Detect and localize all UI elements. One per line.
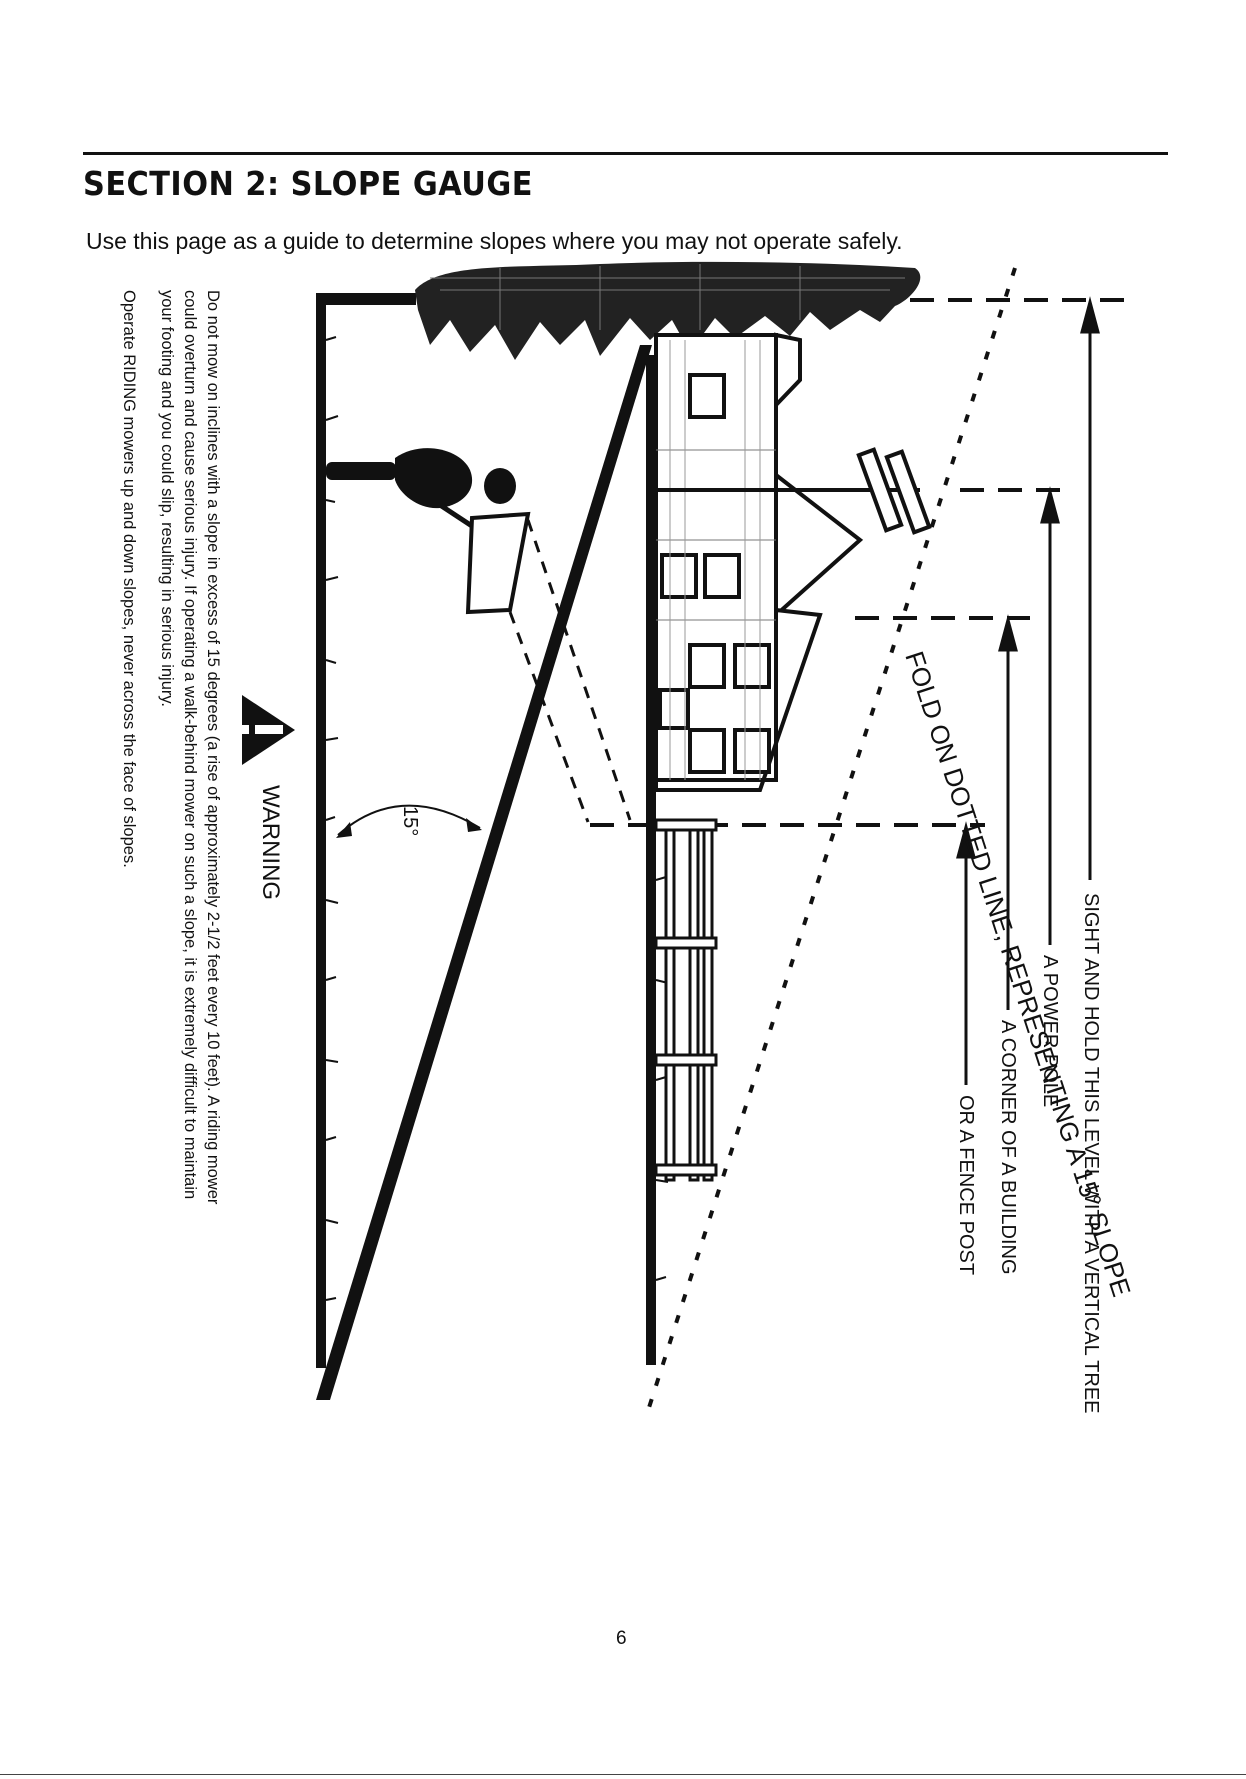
fence-label: OR A FENCE POST <box>955 1095 977 1275</box>
header-rule <box>83 152 1168 155</box>
sight-dashes <box>508 519 632 823</box>
pole-arrow-icon <box>1040 486 1060 524</box>
warning-line-3: your footing and you could slip, resulti… <box>158 290 176 707</box>
power-pole-icon <box>656 447 932 535</box>
sighting-labels: SIGHT AND HOLD THIS LEVEL WITH A VERTICA… <box>955 893 1102 1414</box>
warning-text: Do not mow on inclines with a slope in e… <box>120 290 222 1205</box>
angle-label: 15° <box>399 806 421 836</box>
tree-label: SIGHT AND HOLD THIS LEVEL WITH A VERTICA… <box>1080 893 1102 1414</box>
pole-label: A POWER POLE <box>1039 955 1061 1107</box>
warning-line-1: Do not mow on inclines with a slope in e… <box>204 290 222 1205</box>
bottom-edge <box>0 1774 1246 1775</box>
warning-heading: WARNING <box>257 785 284 900</box>
house-icon <box>654 332 864 792</box>
tree-icon <box>316 261 921 360</box>
level-lines <box>590 298 1125 827</box>
fence-arrow-icon <box>956 821 976 859</box>
slope-line <box>316 345 652 1400</box>
warning-line-4: Operate RIDING mowers up and down slopes… <box>120 290 138 868</box>
upper-ground-line <box>646 355 656 1365</box>
fence-icon <box>654 818 718 1182</box>
arrows <box>956 296 1100 1085</box>
warning-line-2: could overturn and cause serious injury.… <box>181 290 199 1199</box>
building-arrow-icon <box>998 614 1018 652</box>
fold-dotted-line <box>643 267 1017 1421</box>
mower-icon <box>465 511 531 615</box>
person-icon <box>326 448 516 533</box>
building-label: A CORNER OF A BUILDING <box>997 1020 1019 1275</box>
lower-ground-line <box>316 293 326 1368</box>
tree-arrow-icon <box>1080 296 1100 334</box>
ground <box>316 293 669 1400</box>
warning-icon <box>240 695 295 765</box>
page-number: 6 <box>616 1628 627 1649</box>
intro-text: Use this page as a guide to determine sl… <box>86 228 903 254</box>
section-title: SECTION 2: SLOPE GAUGE <box>83 164 533 203</box>
angle-marker: 15° <box>336 804 482 838</box>
